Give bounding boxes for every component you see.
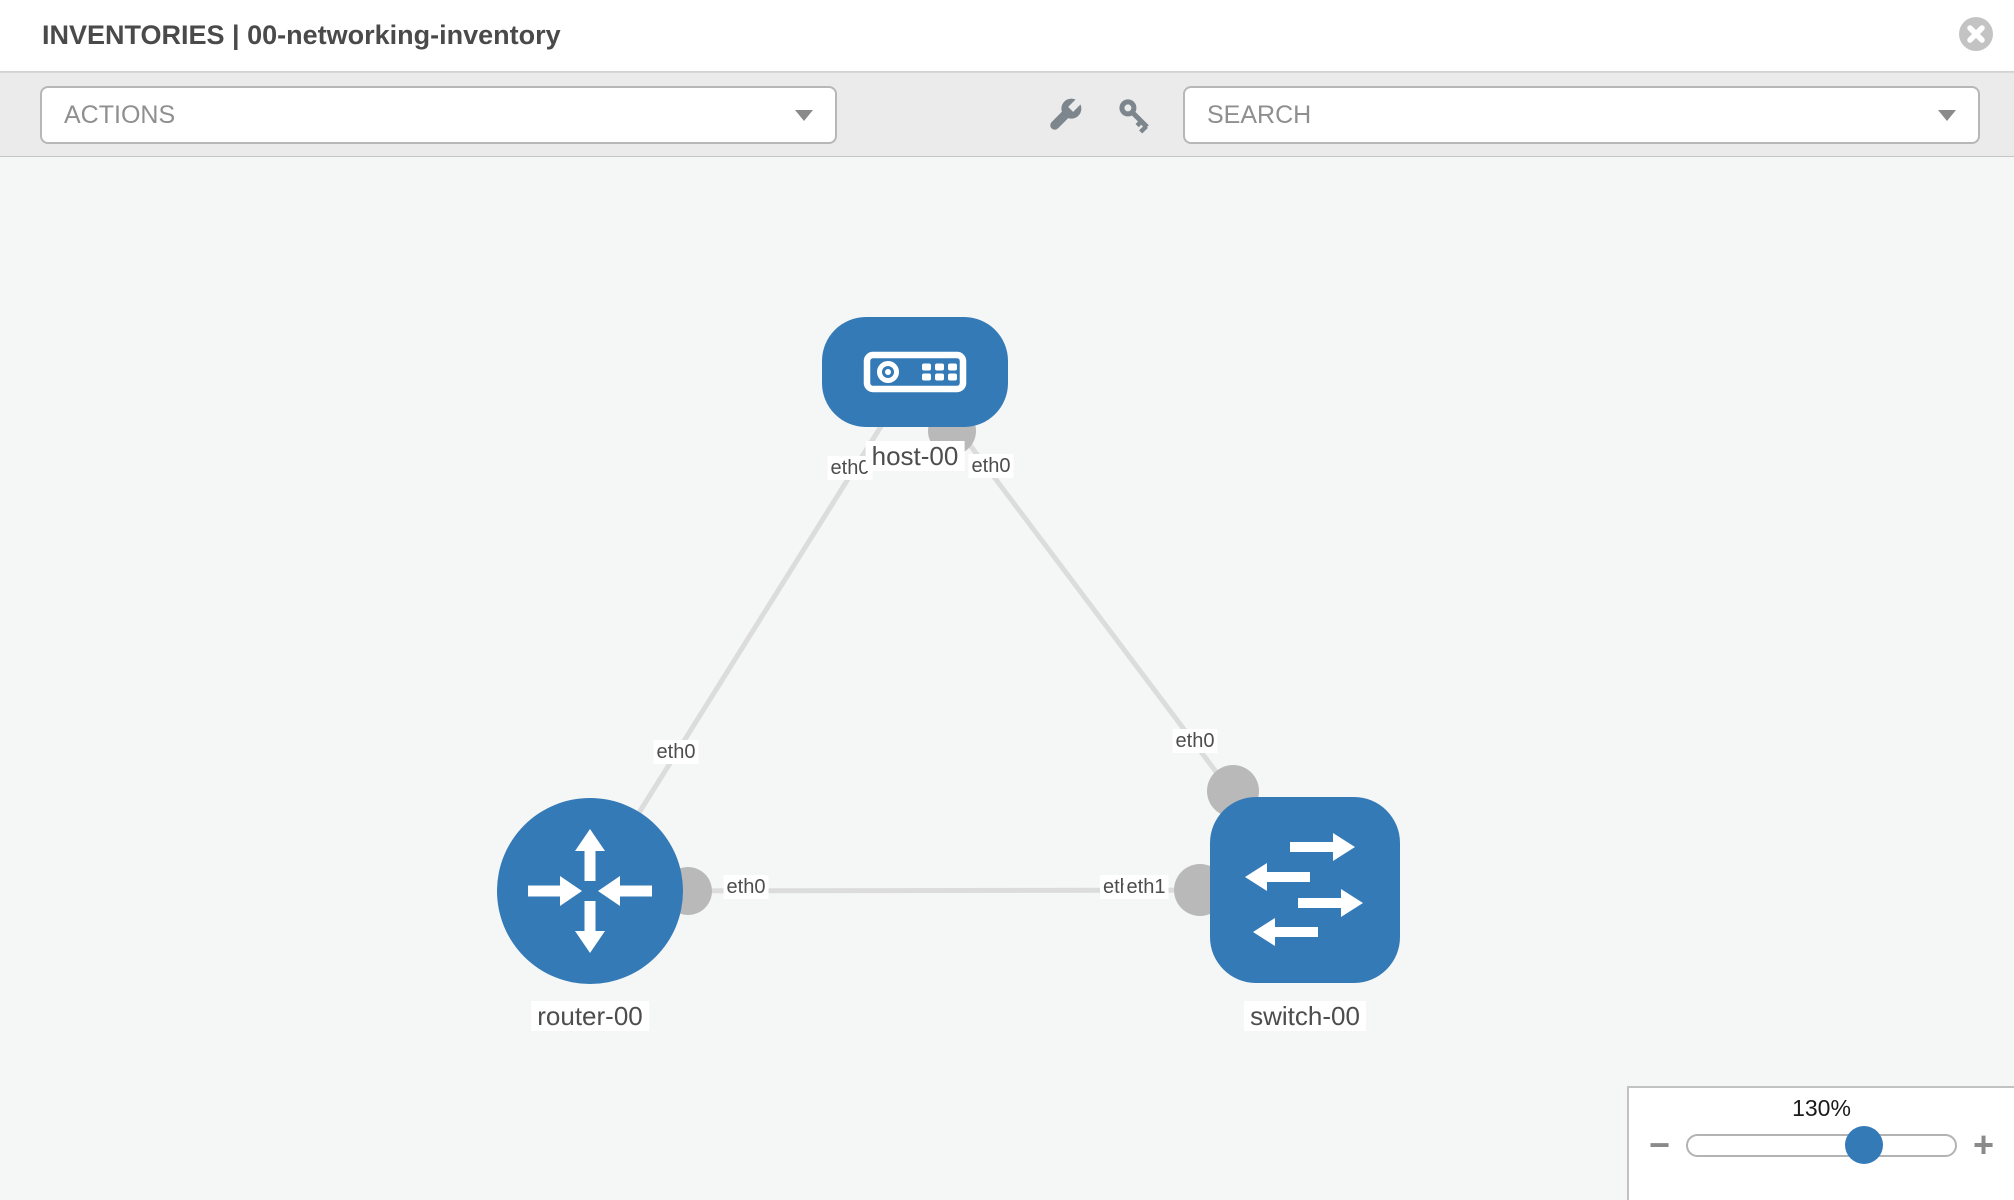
zoom-level: 130% bbox=[1792, 1095, 1851, 1121]
interface-label: eth0 bbox=[827, 456, 873, 480]
node-switch-00[interactable] bbox=[1210, 797, 1400, 983]
toolbar: ACTIONS SEARCH bbox=[0, 72, 2014, 157]
wrench-icon[interactable] bbox=[1043, 93, 1087, 137]
interface-label: eth0 bbox=[653, 740, 699, 764]
key-icon[interactable] bbox=[1113, 93, 1157, 137]
node-label-switch-00: switch-00 bbox=[1244, 1001, 1366, 1031]
zoom-panel: 130% − + bbox=[1627, 1086, 2014, 1200]
interface-label: eth1 bbox=[1123, 875, 1169, 899]
zoom-slider[interactable] bbox=[1686, 1126, 1957, 1164]
interface-label: eth1 bbox=[1100, 875, 1124, 899]
node-label-router-00: router-00 bbox=[531, 1001, 649, 1031]
search-dropdown-label: SEARCH bbox=[1207, 100, 1312, 129]
chevron-down-icon bbox=[795, 109, 813, 121]
actions-dropdown-label: ACTIONS bbox=[64, 100, 176, 129]
zoom-in-button[interactable]: + bbox=[1972, 1124, 1994, 1165]
node-label-host-00: host-00 bbox=[865, 441, 965, 471]
chevron-down-icon bbox=[1938, 109, 1956, 121]
topology-svg bbox=[497, 317, 1400, 984]
interface-label: eth0 bbox=[1172, 729, 1218, 753]
topology-labels-layer: eth0 eth0 eth0 eth0 eth0 eth1eth1 host-00 route… bbox=[0, 157, 2014, 1200]
close-button[interactable] bbox=[1958, 16, 1994, 52]
search-dropdown[interactable]: SEARCH bbox=[1183, 86, 1980, 144]
zoom-controls: − + bbox=[1629, 1124, 2014, 1165]
interface-label: eth0 bbox=[723, 875, 769, 899]
topology-canvas[interactable]: eth0 eth0 eth0 eth0 eth0 eth1eth1 host-00 route… bbox=[0, 157, 2014, 1200]
header: INVENTORIES | 00-networking-inventory bbox=[0, 0, 2014, 72]
node-router-00[interactable] bbox=[497, 798, 683, 984]
zoom-slider-handle[interactable] bbox=[1845, 1126, 1884, 1164]
interface-label: eth0 bbox=[968, 454, 1014, 478]
node-host-00[interactable] bbox=[822, 317, 1008, 427]
actions-dropdown[interactable]: ACTIONS bbox=[40, 86, 837, 144]
page-title: INVENTORIES | 00-networking-inventory bbox=[42, 20, 561, 50]
zoom-out-button[interactable]: − bbox=[1649, 1124, 1671, 1165]
